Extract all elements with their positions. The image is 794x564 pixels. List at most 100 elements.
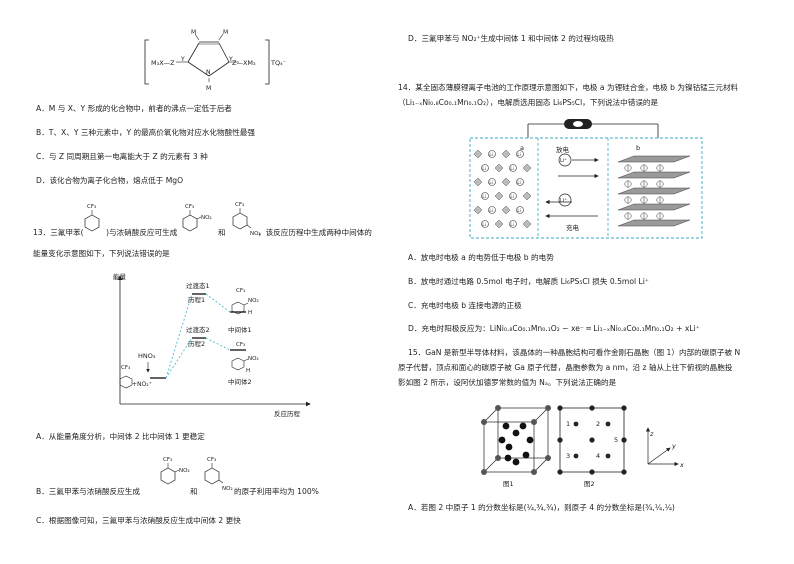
reactant-plus-label: +NO₂⁺ [132,381,152,388]
atom-n-inner: N [206,69,211,76]
li-ion-glyph: Li [482,194,485,199]
svg-text:NO₂: NO₂ [201,215,212,221]
lattice-site [501,149,511,159]
li-ion [488,178,496,186]
cathode-slab [617,219,691,227]
svg-text:H: H [248,310,252,316]
lattice-site [501,177,511,187]
li-ion-glyph: Li [489,152,492,157]
li-ion-glyph: Li [489,180,492,185]
projection-ga-atom [557,405,563,411]
cathode-slab [617,155,691,163]
ts1-label: 过渡态1 [186,281,210,290]
cell-atom [504,454,512,462]
li-ion [481,164,489,172]
q13-option-b-2: 的原子利用率均为 100% [234,487,319,496]
li-ion-glyph: Li [517,180,520,185]
figure-1-unit-cell: 图1 [481,405,551,488]
projection-n-atom [573,421,579,427]
svg-text:CF₃: CF₃ [163,457,172,463]
q13-stem-and: 和 [218,228,226,237]
li-ion-glyph: Li [489,208,492,213]
cathode-slab [617,203,691,211]
cell-atom [522,451,530,459]
int2-label: 中间体2 [228,377,252,386]
cell-atom [512,458,520,466]
projection-n-atom [605,453,611,459]
li-ion [516,206,524,214]
projection-ga-atom [589,437,595,443]
benzotrifluoride-molecule: CF₃ [84,204,100,232]
energy-axis-label: 能量 [113,272,127,281]
cell-atom [481,469,487,475]
q12-option-c: C．与 Z 同周期且第一电离能大于 Z 的元素有 3 种 [36,152,208,161]
axis-z: z [649,430,654,438]
svg-text:NO₂: NO₂ [179,468,190,474]
electrode-a-label: a [520,144,524,152]
cathode-slab [617,171,691,179]
svg-text:CF₃: CF₃ [207,457,216,463]
group-right: Z—XM₃ [232,59,256,67]
cathode-layers [617,155,691,227]
li-ion [481,220,489,228]
path1-label: 历程1 [188,295,205,304]
q13-option-b-and: 和 [190,487,198,496]
lattice-site [494,163,504,173]
ts2-label: 过渡态2 [186,325,210,334]
projection-ga-atom [557,469,563,475]
hno3-label: HNO₃ [138,352,156,360]
q14-option-a: A．放电时电极 a 的电势低于电极 b 的电势 [408,253,554,262]
q15-stem-2: 原子代替，顶点和面心的碳原子被 Ga 原子代替，晶胞参数为 a nm，沿 z 轴… [398,363,733,372]
q13-option-d: D．三氟甲苯与 NO₂⁺生成中间体 1 和中间体 2 的过程均吸热 [408,34,614,43]
lattice-site [473,149,483,159]
q14-option-d: D．充电时阳极反应为：LiNi₀.₈Co₀.₁Mn₀.₁O₂ − xe⁻ ═ L… [408,324,700,333]
li-ion-glyph: Li [510,222,513,227]
q15-stem-3: 影如图 2 所示，设阿伏加德罗常数的值为 Nₐ。下列说法正确的是 [398,378,617,387]
li-ion [488,206,496,214]
ortho-nitro-option-molecule: CF₃ NO₂ [160,457,190,485]
progress-axis-label: 反应历程 [274,409,301,418]
cell-atom [545,455,551,461]
q13-option-a: A．从能量角度分析，中间体 2 比中间体 1 更稳定 [36,432,205,441]
lattice-site [522,163,532,173]
svg-text:CF₃: CF₃ [236,288,245,294]
cathode-slab [617,187,691,195]
svg-text:NO₂: NO₂ [250,231,261,237]
li-ion-glyph: Li [482,166,485,171]
cell-atom [498,436,506,444]
li-ion [509,192,517,200]
q13-stem-3: ，该反应历程中生成两种中间体的 [258,228,372,237]
cell-atom [519,422,527,430]
cell-atom [531,469,537,475]
q13-stem-2: )与浓硝酸反应可生成 [106,228,178,237]
svg-text:CF₃: CF₃ [121,365,130,371]
cell-atom [505,443,513,451]
svg-text:NO₂: NO₂ [222,486,233,492]
atom-m-bottom: M [206,85,211,92]
li-ion-glyph: Li [482,222,485,227]
svg-text:NO₂: NO₂ [248,298,259,304]
cell-atom [526,436,534,444]
q14-option-c: C．充电时电极 b 连接电源的正极 [408,301,522,310]
cell-atom [502,422,510,430]
q12-option-b: B．T、X、Y 三种元素中，Y 的最高价氧化物对应水化物酸性最强 [36,128,255,137]
cell-atom [545,405,551,411]
group-left: M₃X—Z [151,59,175,67]
cell-atom [481,419,487,425]
q13-option-c: C．根据图像可知，三氟甲苯与浓硝酸反应生成中间体 2 更快 [36,516,241,525]
lattice-site [473,205,483,215]
lattice-site [522,191,532,201]
lattice-site [494,191,504,201]
lattice-site [501,205,511,215]
projection-atom-label: 2 [596,420,600,428]
q13-stem-1: 13．三氟甲苯( [33,228,84,237]
q14-stem-1: 14．某全固态薄膜锂离子电池的工作原理示意图如下，电极 a 为锂硅合金，电极 b… [398,83,739,92]
cell-atom [512,429,520,437]
projection-ga-atom [589,405,595,411]
discharge-label: 放电 [556,145,570,154]
projection-atom-label: 3 [566,452,570,460]
projection-ga-atom [589,469,595,475]
